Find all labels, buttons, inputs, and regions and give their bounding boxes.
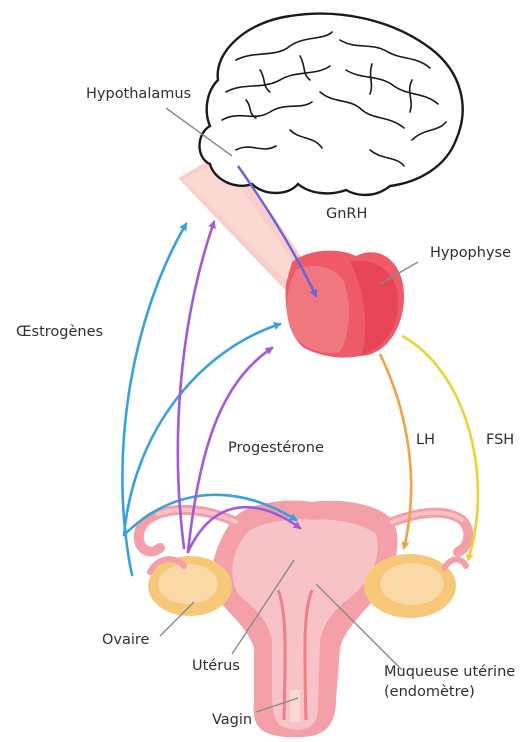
label-hypothalamus: Hypothalamus: [86, 86, 191, 103]
label-hypophyse: Hypophyse: [430, 245, 511, 262]
left-ovary: [148, 556, 232, 616]
right-ovary: [364, 554, 466, 618]
label-ovaire: Ovaire: [102, 632, 149, 649]
uterus-illustration: [212, 501, 398, 738]
label-uterus: Utérus: [192, 658, 240, 675]
label-gnrh: GnRH: [326, 206, 367, 223]
oestrogen-arrow-to-pituitary: [124, 324, 280, 535]
label-vagin: Vagin: [212, 712, 252, 729]
label-oestrogenes: Œstrogènes: [16, 324, 103, 341]
label-lh: LH: [416, 432, 435, 449]
pituitary-gland: [286, 251, 404, 358]
label-fsh: FSH: [486, 432, 514, 449]
label-muqueuse-line2: (endomètre): [384, 684, 475, 701]
label-muqueuse-line1: Muqueuse utérine: [384, 664, 515, 681]
label-progesterone: Progestérone: [228, 440, 324, 457]
